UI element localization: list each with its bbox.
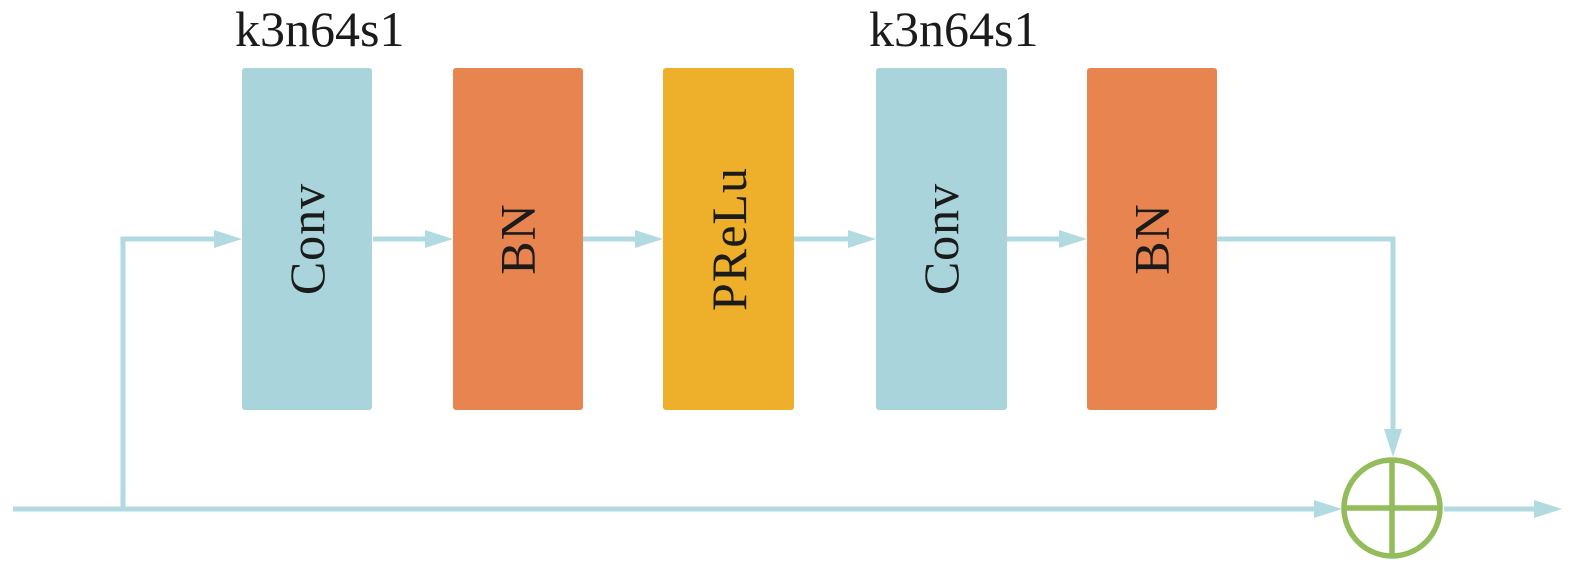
block-bn-1: BN: [453, 68, 583, 410]
kernel-label-1: k3n64s1: [235, 1, 405, 57]
arrowhead-into-bn2-icon: [1059, 230, 1087, 248]
add-icon: [1341, 457, 1443, 559]
arrowhead-into-prelu-icon: [635, 230, 663, 248]
block-prelu-label: PReLu: [700, 167, 757, 311]
residual-output-line: [1217, 236, 1396, 429]
arrowhead-into-conv2-icon: [848, 230, 876, 248]
block-bn-1-label: BN: [490, 203, 546, 275]
block-conv-2-label: Conv: [913, 182, 970, 296]
block-bn-2: BN: [1087, 68, 1217, 410]
kernel-label-2: k3n64s1: [869, 1, 1039, 57]
add-cross: [1344, 460, 1440, 556]
block-prelu: PReLu: [663, 68, 794, 410]
final-arrowhead-icon: [1534, 500, 1562, 518]
arrowhead-into-bn1-icon: [425, 230, 453, 248]
block-conv-2: Conv: [876, 68, 1007, 410]
arrowhead-into-add-icon: [1384, 429, 1402, 457]
skip-arrowhead-icon: [1314, 500, 1342, 518]
arrowhead-into-conv1-icon: [214, 230, 242, 248]
block-bn-2-label: BN: [1124, 203, 1180, 275]
input-branch-line: [120, 236, 214, 509]
block-conv-1-label: Conv: [278, 182, 335, 296]
block-conv-1: Conv: [242, 68, 372, 410]
